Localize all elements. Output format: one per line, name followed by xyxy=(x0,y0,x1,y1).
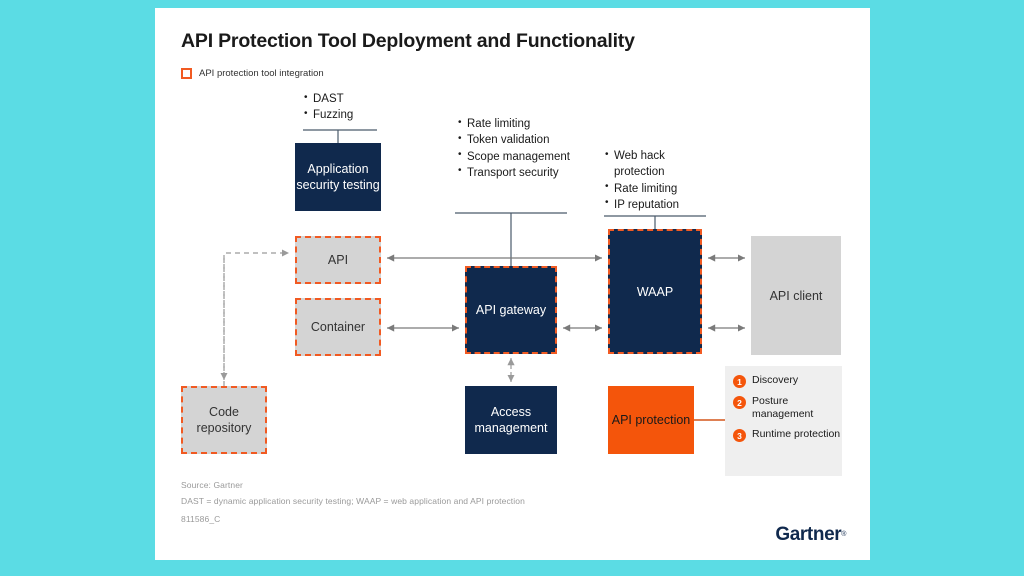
bullet-item: Fuzzing xyxy=(304,107,414,123)
bullet-item: Rate limiting xyxy=(458,115,578,132)
bullet-list-api-gateway: Rate limiting Token validation Scope man… xyxy=(458,115,578,181)
registered-trademark-icon: ® xyxy=(841,531,846,538)
node-application-security-testing[interactable]: Application security testing xyxy=(295,143,381,211)
dashed-square-icon xyxy=(181,68,192,79)
capability-label: Runtime protection xyxy=(752,428,841,441)
bullet-item: Token validation xyxy=(458,132,578,148)
bullet-item: DAST xyxy=(304,90,414,107)
gartner-logo: Gartner® xyxy=(775,524,846,546)
node-access-management[interactable]: Access management xyxy=(465,386,557,454)
node-code-repository[interactable]: Code repository xyxy=(181,386,267,454)
bullet-item: Web hack protection xyxy=(605,148,715,181)
capability-label: Discovery xyxy=(752,374,799,386)
node-api-client[interactable]: API client xyxy=(751,236,841,355)
legend-label: API protection tool integration xyxy=(199,68,324,79)
diagram-canvas: API Protection Tool Deployment and Funct… xyxy=(155,8,870,560)
node-api-gateway[interactable]: API gateway xyxy=(465,266,557,354)
bullet-item: Rate limiting xyxy=(605,180,715,197)
footer-code: 811586_C xyxy=(181,514,221,524)
list-item[interactable]: 2 Posture management xyxy=(733,395,845,421)
node-waap[interactable]: WAAP xyxy=(608,229,702,354)
node-api-protection[interactable]: API protection xyxy=(608,386,694,454)
number-badge-icon: 2 xyxy=(733,396,746,409)
bullet-item: Transport security xyxy=(458,164,578,181)
bullet-item: IP reputation xyxy=(605,196,715,213)
node-api[interactable]: API xyxy=(295,236,381,284)
bullet-item: Scope management xyxy=(458,148,578,165)
gartner-wordmark: Gartner xyxy=(775,524,842,545)
number-badge-icon: 1 xyxy=(733,375,746,388)
footer-source: Source: Gartner xyxy=(181,480,243,490)
legend: API protection tool integration xyxy=(181,68,324,79)
list-item[interactable]: 1 Discovery xyxy=(733,374,845,388)
footer-definitions: DAST = dynamic application security test… xyxy=(181,496,525,506)
bullet-list-dast: DAST Fuzzing xyxy=(304,90,414,124)
capabilities-list: 1 Discovery 2 Posture management 3 Runti… xyxy=(733,374,845,449)
page-title: API Protection Tool Deployment and Funct… xyxy=(181,30,635,52)
number-badge-icon: 3 xyxy=(733,429,746,443)
capability-label: Posture management xyxy=(752,395,814,421)
node-container[interactable]: Container xyxy=(295,298,381,356)
list-item[interactable]: 3 Runtime protection xyxy=(733,428,845,443)
bullet-list-waap: Web hack protection Rate limiting IP rep… xyxy=(605,148,715,213)
